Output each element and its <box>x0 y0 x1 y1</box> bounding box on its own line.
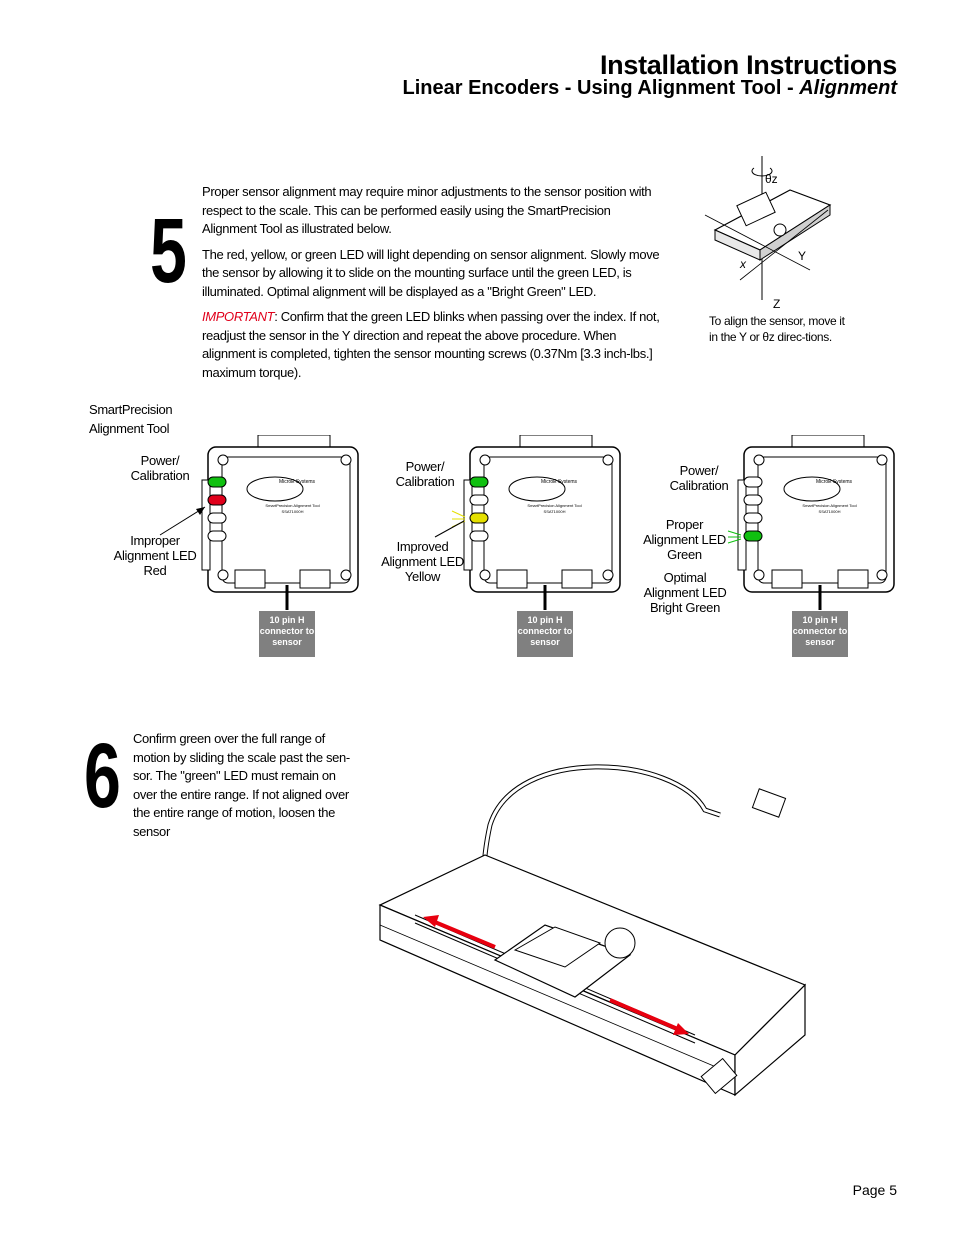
connector-label: 10 pin H connector to sensor <box>792 611 848 657</box>
page-subtitle: Linear Encoders - Using Alignment Tool -… <box>402 77 897 99</box>
status-label: Improper Alignment LED Red <box>113 533 197 578</box>
alignment-tool-yellow: MicroE Systems SmartPrecision Alignment … <box>380 435 645 665</box>
device-drawing <box>727 435 895 610</box>
page-title: Installation Instructions <box>599 50 897 80</box>
sensor-axis-diagram: x Y Z θz <box>704 156 832 311</box>
device-brand: MicroE Systems <box>540 479 578 485</box>
step-6-text: Confirm green over the full range of mot… <box>133 731 350 839</box>
linear-encoder-illustration <box>378 764 807 1097</box>
step-5-number: 5 <box>150 200 187 302</box>
device-brand: MicroE Systems <box>278 479 316 485</box>
device-brand: MicroE Systems <box>815 479 853 485</box>
step-5-text: Proper sensor alignment may require mino… <box>202 183 667 389</box>
alignment-tool-red: MicroE Systems SmartPrecision Alignment … <box>110 435 375 665</box>
power-label: Power/ Calibration <box>130 453 190 483</box>
device-product: SmartPrecision Alignment Tool SSAT1000H <box>527 503 582 514</box>
axis-x-label: x <box>739 257 747 271</box>
device-product: SmartPrecision Alignment Tool SSAT1000H <box>265 503 320 514</box>
page-number: Page 5 <box>852 1182 897 1198</box>
step-5-para-1: Proper sensor alignment may require mino… <box>202 184 652 236</box>
step-5-important: IMPORTANT: Confirm that the green LED bl… <box>202 309 660 380</box>
step-5-para-2: The red, yellow, or green LED will light… <box>202 246 660 299</box>
power-label: Power/ Calibration <box>395 459 455 489</box>
connector-label: 10 pin H connector to sensor <box>517 611 573 657</box>
axis-y-label: Y <box>798 249 806 263</box>
axis-z-label: Z <box>773 297 780 311</box>
alignment-tool-green: MicroE Systems SmartPrecision Alignment … <box>640 435 905 665</box>
device-drawing <box>159 435 359 610</box>
align-note: To align the sensor, move it in the Y or… <box>709 314 845 344</box>
status-label: Proper Alignment LED Green <box>643 517 726 562</box>
axis-theta-label: θz <box>765 172 778 186</box>
status-label: Improved Alignment LED Yellow <box>381 539 464 584</box>
optimal-label: Optimal Alignment LED Bright Green <box>643 570 727 615</box>
tool-caption: SmartPrecision Alignment Tool <box>89 402 173 436</box>
connector-label: 10 pin H connector to sensor <box>259 611 315 657</box>
power-label: Power/ Calibration <box>669 463 729 493</box>
step-6-number: 6 <box>84 725 121 827</box>
device-product: SmartPrecision Alignment Tool SSAT1000H <box>802 503 857 514</box>
device-drawing <box>434 435 621 610</box>
